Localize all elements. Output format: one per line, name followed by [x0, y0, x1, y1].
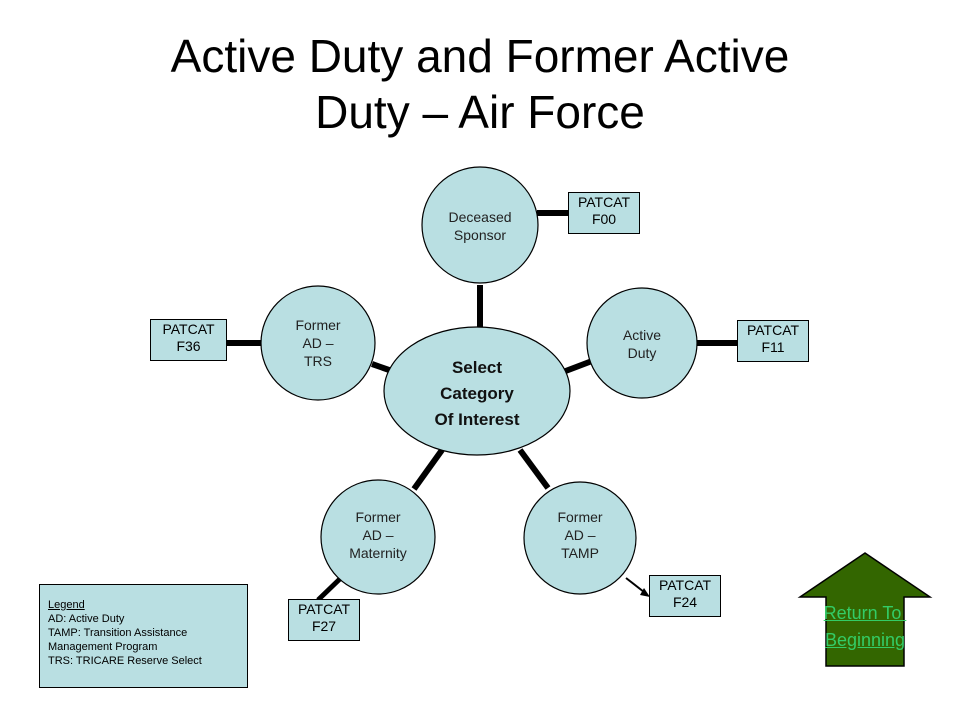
node-active-line2: Duty [628, 345, 657, 361]
patcat-f27-line1: PATCAT [297, 601, 351, 617]
patcat-f36-line1: PATCAT [162, 321, 215, 337]
node-trs-line1: Former [295, 317, 340, 333]
connector-f24 [625, 577, 645, 593]
patcat-f00-line1: PATCAT [577, 194, 631, 210]
node-tamp-line2: AD – [564, 527, 595, 543]
connector-tamp [517, 448, 551, 490]
patcat-f11-line2: F11 [761, 339, 785, 355]
patcat-f11-line1: PATCAT [746, 322, 800, 338]
arrowhead-f24 [640, 588, 650, 597]
return-to-beginning-link[interactable]: Return To Beginning [800, 600, 930, 654]
node-former-ad-trs[interactable]: Former AD – TRS [260, 285, 376, 401]
connector-maternity [411, 448, 445, 491]
legend-line-4: TRS: TRICARE Reserve Select [48, 655, 202, 667]
node-active-line1: Active [623, 327, 661, 343]
patcat-f24-line1: PATCAT [658, 577, 712, 593]
title-line-1: Active Duty and Former Active [170, 30, 790, 82]
node-deceased-line2: Sponsor [454, 227, 506, 243]
patcat-box-f36: PATCAT F36 [150, 319, 227, 361]
node-maternity-line2: AD – [362, 527, 393, 543]
legend-heading: Legend [48, 599, 85, 611]
node-former-ad-maternity[interactable]: Former AD – Maternity [320, 479, 436, 595]
node-trs-line2: AD – [302, 335, 333, 351]
node-deceased-sponsor[interactable]: Deceased Sponsor [421, 166, 539, 284]
node-deceased-line1: Deceased [448, 209, 511, 225]
node-active-duty[interactable]: Active Duty [586, 287, 698, 399]
node-former-ad-tamp[interactable]: Former AD – TAMP [523, 481, 637, 595]
node-maternity-line3: Maternity [349, 545, 407, 561]
patcat-f36-line2: F36 [176, 338, 201, 354]
patcat-box-f27: PATCAT F27 [288, 599, 360, 641]
patcat-box-f00: PATCAT F00 [568, 192, 640, 234]
patcat-f00-line2: F00 [591, 211, 617, 227]
return-line-2: Beginning [824, 630, 906, 650]
legend-line-3: Management Program [48, 641, 158, 653]
patcat-box-f11: PATCAT F11 [737, 320, 809, 362]
legend-line-1: AD: Active Duty [48, 613, 125, 625]
node-select-category: Select Category Of Interest [383, 326, 571, 456]
patcat-f24-line2: F24 [672, 594, 698, 610]
center-line3: Of Interest [434, 410, 519, 429]
node-tamp-line3: TAMP [561, 545, 599, 561]
return-line-1: Return To [823, 603, 907, 623]
patcat-box-f24: PATCAT F24 [649, 575, 721, 617]
page-title: Active Duty and Former Active Duty – Air… [0, 28, 960, 140]
node-tamp-line1: Former [557, 509, 602, 525]
center-line1: Select [452, 358, 502, 377]
connector-active [561, 358, 594, 375]
legend: Legend AD: Active Duty TAMP: Transition … [39, 584, 248, 688]
node-maternity-line1: Former [355, 509, 400, 525]
node-trs-line3: TRS [304, 353, 332, 369]
return-arrow-icon[interactable] [797, 552, 933, 667]
title-line-2: Duty – Air Force [315, 86, 645, 138]
patcat-f27-line2: F27 [311, 618, 337, 634]
center-line2: Category [440, 384, 514, 403]
legend-line-2: TAMP: Transition Assistance [48, 627, 188, 639]
